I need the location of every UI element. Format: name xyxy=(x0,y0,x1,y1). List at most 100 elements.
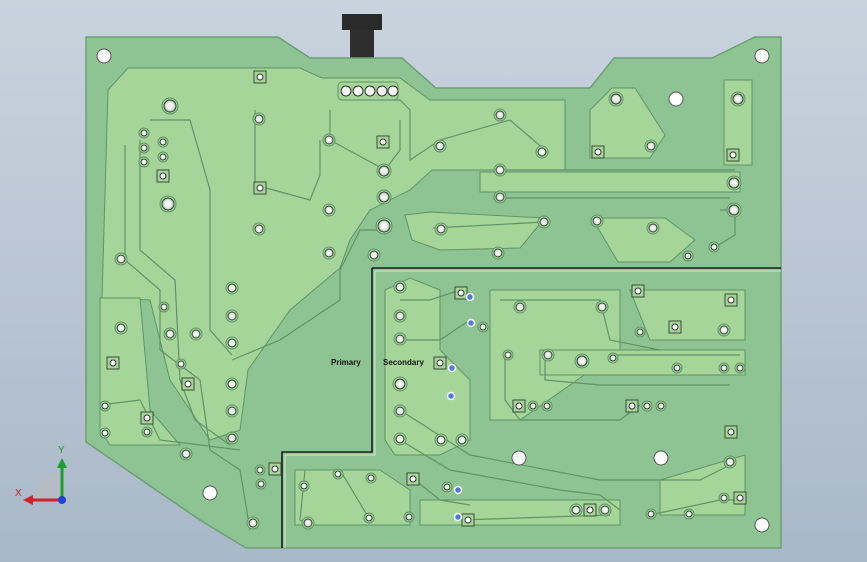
square-pad-hole xyxy=(143,414,151,422)
square-pad-hole xyxy=(109,359,117,367)
through-hole-pad xyxy=(256,466,264,474)
square-pad-hole xyxy=(409,475,417,483)
through-hole-pad xyxy=(720,494,728,502)
through-hole-pad xyxy=(576,355,588,367)
through-hole-pad xyxy=(597,302,607,312)
isolation-divider-highlight xyxy=(284,270,781,548)
through-hole-pad xyxy=(405,513,413,521)
through-hole-pad xyxy=(254,224,264,234)
through-hole-pad xyxy=(592,216,602,226)
through-hole-pad xyxy=(684,252,692,260)
through-hole-pad xyxy=(300,482,308,490)
through-hole-pad xyxy=(191,329,201,339)
through-hole-pad xyxy=(181,449,191,459)
square-pad-hole xyxy=(271,465,279,473)
square-pad-hole xyxy=(586,506,594,514)
through-hole-pad xyxy=(609,354,617,362)
square-pad-hole xyxy=(159,172,167,180)
through-hole-pad xyxy=(394,378,406,390)
through-hole-pad xyxy=(140,158,148,166)
through-hole-pad xyxy=(227,433,237,443)
square-pad-hole xyxy=(184,380,192,388)
through-hole-pad xyxy=(101,402,109,410)
through-hole-pad xyxy=(395,334,405,344)
primary-label: Primary xyxy=(331,358,361,367)
through-hole-pad xyxy=(636,328,644,336)
through-hole-pad xyxy=(324,135,334,145)
through-hole-pad xyxy=(159,153,167,161)
through-hole-pad xyxy=(116,254,126,264)
through-hole-pad xyxy=(227,379,237,389)
through-hole-pad xyxy=(140,144,148,152)
through-hole-pad xyxy=(140,129,148,137)
square-pad-hole xyxy=(727,296,735,304)
through-hole-pad xyxy=(159,138,167,146)
through-hole-pad xyxy=(377,219,391,233)
vias xyxy=(446,292,476,522)
through-hole-pad xyxy=(378,165,390,177)
through-hole-pad xyxy=(732,93,744,105)
through-hole-pad xyxy=(324,248,334,258)
traces xyxy=(99,99,740,531)
through-hole-pad xyxy=(395,434,405,444)
through-hole-pad xyxy=(529,402,537,410)
through-hole-pad xyxy=(457,435,467,445)
square-pad-hole xyxy=(436,359,444,367)
through-hole-pad xyxy=(610,93,622,105)
square-pad-hole xyxy=(727,428,735,436)
through-hole-pad xyxy=(515,302,525,312)
through-hole-pad xyxy=(648,223,658,233)
through-hole-pad xyxy=(254,114,264,124)
square-pad-hole xyxy=(457,289,465,297)
through-hole-pad xyxy=(334,470,342,478)
through-hole-pad xyxy=(324,205,334,215)
through-hole-pad xyxy=(537,147,547,157)
through-hole-pad xyxy=(495,165,505,175)
square-pad-hole xyxy=(256,73,264,81)
through-hole-pad xyxy=(571,505,581,515)
through-hole-pad xyxy=(685,510,693,518)
through-hole-pad xyxy=(495,192,505,202)
through-hole-pad xyxy=(160,303,168,311)
isolation-divider xyxy=(281,267,781,548)
square-pad-hole xyxy=(256,184,264,192)
through-hole-pad xyxy=(710,243,718,251)
z-axis-dot xyxy=(58,496,66,504)
through-hole-pad xyxy=(367,474,375,482)
through-hole-pad xyxy=(600,505,610,515)
through-hole-pad xyxy=(165,329,175,339)
round-pads xyxy=(99,91,746,530)
through-hole-pad xyxy=(647,510,655,518)
through-hole-pad xyxy=(303,518,313,528)
through-hole-pad xyxy=(227,311,237,321)
through-hole-pad xyxy=(365,514,373,522)
through-hole-pad xyxy=(539,217,549,227)
square-pads xyxy=(106,70,747,527)
through-hole-pad xyxy=(227,406,237,416)
header-pins xyxy=(337,81,399,101)
through-hole-pad xyxy=(725,457,735,467)
through-hole-pad xyxy=(736,364,744,372)
square-pad-hole xyxy=(634,287,642,295)
through-hole-pad xyxy=(395,311,405,321)
through-hole-pad xyxy=(643,402,651,410)
x-axis-label: X xyxy=(15,488,22,499)
through-hole-pad xyxy=(728,204,740,216)
axis-triad[interactable]: Y X xyxy=(15,445,67,505)
square-pad-hole xyxy=(594,148,602,156)
y-axis-label: Y xyxy=(58,445,65,456)
square-pad-hole xyxy=(671,323,679,331)
through-hole-pad xyxy=(435,141,445,151)
through-hole-pad xyxy=(227,283,237,293)
through-hole-pad xyxy=(493,248,503,258)
through-hole-pad xyxy=(436,224,446,234)
square-pad-hole xyxy=(628,402,636,410)
through-hole-pad xyxy=(543,350,553,360)
through-hole-pad xyxy=(657,402,665,410)
through-hole-pad xyxy=(504,351,512,359)
through-hole-pad xyxy=(436,435,446,445)
mounting-holes xyxy=(96,48,770,533)
square-pad-hole xyxy=(515,402,523,410)
